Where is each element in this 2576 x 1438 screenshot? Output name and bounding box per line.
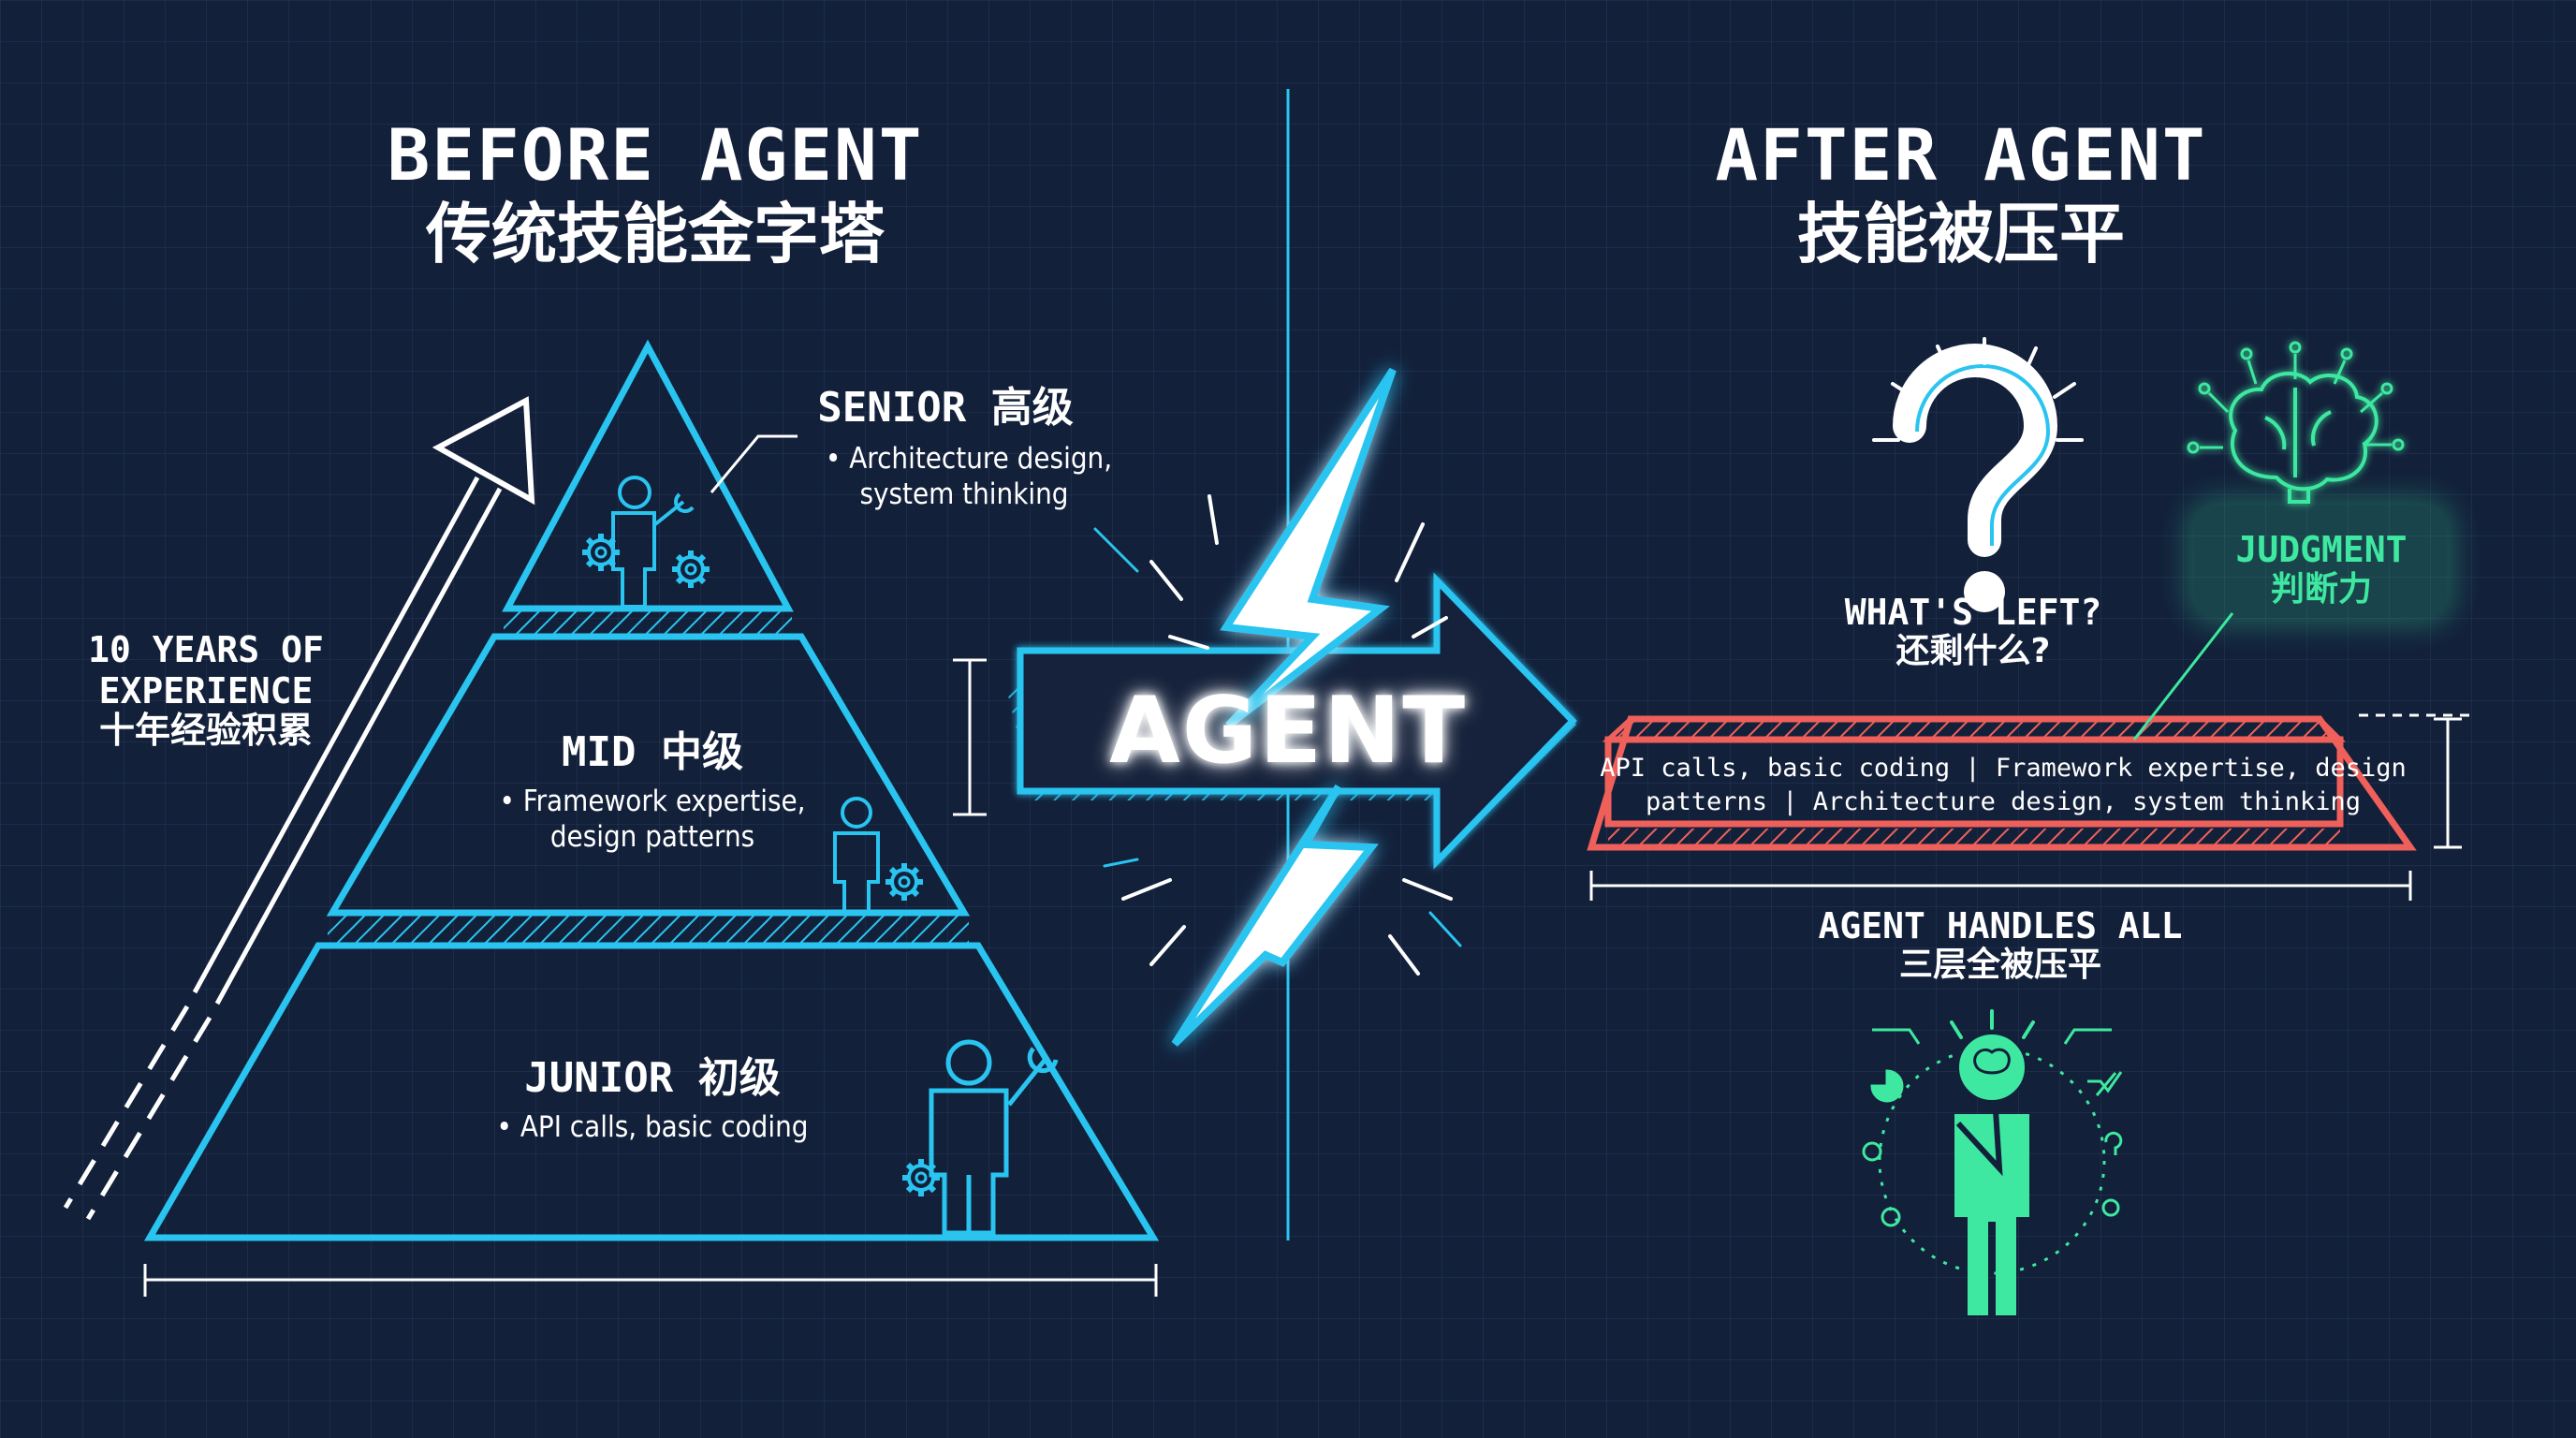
agent-arrow-icon <box>1006 572 1582 871</box>
lightning-bolt-icon <box>1171 367 1397 1047</box>
senior-gear-icon <box>582 534 620 571</box>
pyramid-hatch-top <box>504 609 792 634</box>
agent-label: AGENT <box>1108 678 1468 785</box>
mid-person-icon <box>833 797 880 914</box>
senior-person-icon <box>611 476 695 609</box>
senior-note-line2: system thinking <box>859 477 1069 511</box>
thinking-person-icon <box>1862 1009 2123 1315</box>
senior-label: SENIOR 高级 <box>817 384 1074 432</box>
after-agent-subtitle: 技能被压平 <box>1797 196 2125 272</box>
whats-left-label: WHAT'S LEFT? <box>1844 592 2102 633</box>
senior-callout-line <box>710 434 798 493</box>
skill-pyramid <box>143 339 1160 1241</box>
experience-arrow-icon <box>63 396 535 1221</box>
before-agent-title: BEFORE AGENT <box>387 113 924 197</box>
pyramid-senior-tier <box>502 339 794 612</box>
judgment-cn: 判断力 <box>2270 570 2373 609</box>
senior-gear-icon <box>672 550 710 588</box>
junior-note: • API calls, basic coding <box>496 1110 809 1144</box>
pyramid-junior-tier <box>143 942 1160 1241</box>
experience-label-line1: 10 YEARS OF <box>88 629 324 670</box>
pyramid-width-dimension <box>143 1264 1158 1297</box>
junior-person-icon <box>929 1039 1059 1236</box>
agent-handles-cn: 三层全被压平 <box>1898 946 2102 984</box>
judgment-highlight <box>2194 506 2447 618</box>
experience-label-line2: EXPERIENCE <box>98 670 314 712</box>
after-agent-title: AFTER AGENT <box>1715 113 2207 197</box>
pyramid-hatch-bottom <box>328 916 969 944</box>
junior-gear-icon <box>902 1159 940 1196</box>
flattened-skill-bar <box>1587 715 2417 851</box>
mid-label: MID 中级 <box>562 728 743 776</box>
spark-icon <box>1093 527 1462 947</box>
senior-note-line1: • Architecture design, <box>825 442 1113 476</box>
mid-note-line2: design patterns <box>549 820 755 854</box>
mid-height-dimension <box>953 658 987 816</box>
bar-height-dimension <box>2359 713 2471 849</box>
brain-icon <box>2187 341 2405 504</box>
mid-note-line1: • Framework expertise, <box>499 785 806 818</box>
junior-label: JUNIOR 初级 <box>524 1054 781 1102</box>
spark-icon <box>1121 494 1453 976</box>
flattened-bar-line2: patterns | Architecture design, system t… <box>1645 787 2362 816</box>
judgment-callout-line <box>2132 612 2234 741</box>
before-agent-subtitle: 传统技能金字塔 <box>426 196 885 272</box>
agent-handles-label: AGENT HANDLES ALL <box>1818 905 2183 946</box>
whats-left-cn: 还剩什么? <box>1895 632 2051 670</box>
bar-width-dimension <box>1589 871 2412 901</box>
pyramid-mid-tier <box>326 633 971 917</box>
judgment-label: JUDGMENT <box>2235 529 2408 570</box>
experience-label-cn: 十年经验积累 <box>98 710 314 751</box>
flattened-bar-line1: API calls, basic coding | Framework expe… <box>1600 754 2407 783</box>
mid-gear-icon <box>886 863 923 901</box>
question-mark-icon <box>1872 337 2084 612</box>
